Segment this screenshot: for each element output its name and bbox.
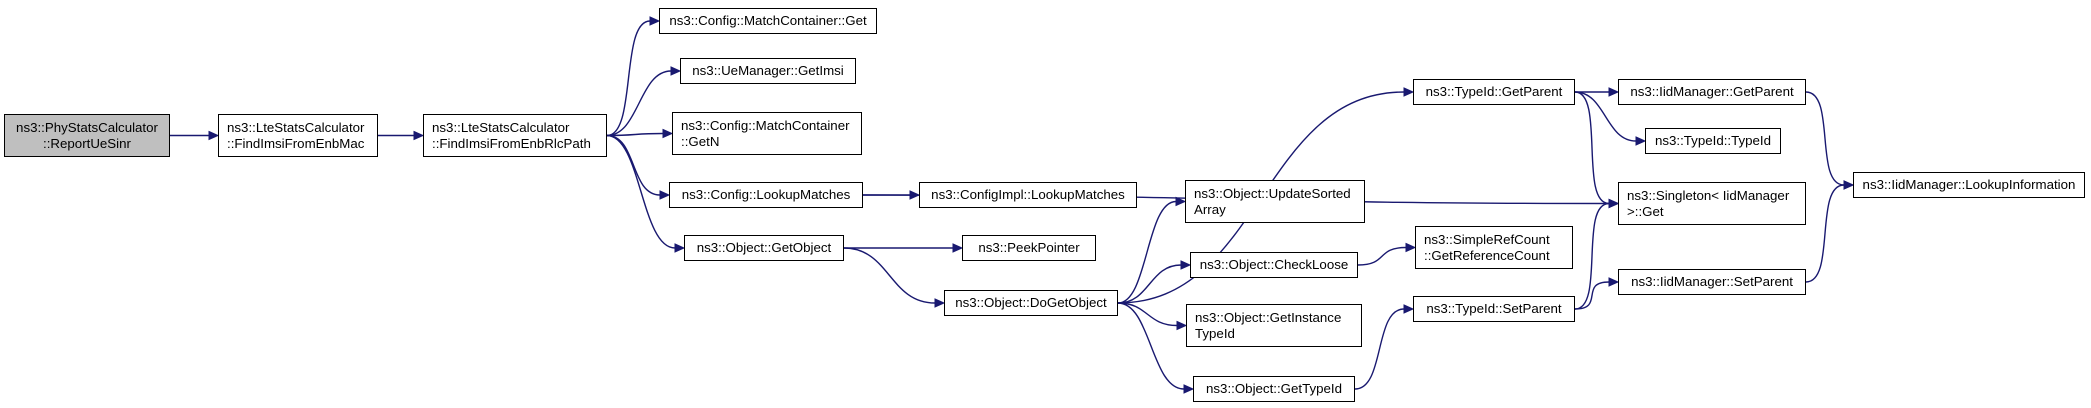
node-object-check-loose[interactable]: ns3::Object::CheckLoose <box>1190 252 1358 278</box>
node-object-get-typeid[interactable]: ns3::Object::GetTypeId <box>1193 376 1355 402</box>
edge-arrowhead <box>1608 198 1620 209</box>
node-ue-manager-get-imsi[interactable]: ns3::UeManager::GetImsi <box>680 58 856 84</box>
node-label-line: ns3::TypeId::TypeId <box>1654 133 1772 148</box>
node-config-impl-lookup-matches[interactable]: ns3::ConfigImpl::LookupMatches <box>919 182 1137 208</box>
node-label-line: ns3::SimpleRefCount <box>1424 231 1550 247</box>
edge-arrowhead <box>649 16 661 26</box>
node-label-line: ns3::Singleton< IidManager <box>1627 187 1790 203</box>
node-label-line: ns3::Object::UpdateSorted <box>1194 185 1351 201</box>
node-label-line: ns3::TypeId::GetParent <box>1425 84 1563 99</box>
edge-arrowhead <box>952 243 964 253</box>
node-object-update-sorted-array[interactable]: ns3::Object::UpdateSorted Array <box>1185 180 1365 223</box>
node-label-line: Array <box>1194 201 1226 217</box>
node-label-line: ::FindImsiFromEnbMac <box>227 135 365 151</box>
node-lte-stats-calculator-find-imsi-from-enb-mac[interactable]: ns3::LteStatsCalculator ::FindImsiFromEn… <box>218 114 378 157</box>
edge-typeid_get_parent-to-singleton_get <box>1574 91 1610 205</box>
edge-arrowhead <box>1183 384 1195 394</box>
node-label-line: ::GetN <box>681 133 720 149</box>
node-phy-stats-calculator-report-ue-sinr: ns3::PhyStatsCalculator ::ReportUeSinr <box>4 114 170 157</box>
edge-find_imsi_from_enb_rlc_path-to-config_lookup_matches <box>606 134 661 196</box>
node-label-line: ns3::UeManager::GetImsi <box>692 63 844 78</box>
node-simple-ref-count-get-reference-count[interactable]: ns3::SimpleRefCount ::GetReferenceCount <box>1415 226 1573 269</box>
edge-find_imsi_from_enb_rlc_path-to-ue_manager_get_imsi <box>606 70 672 137</box>
edge-arrowhead <box>1405 242 1417 253</box>
node-typeid-get-parent[interactable]: ns3::TypeId::GetParent <box>1413 79 1575 105</box>
edge-arrowhead <box>1403 87 1415 97</box>
node-label-line: ns3::PeekPointer <box>978 240 1080 255</box>
node-label-line: ns3::Object::DoGetObject <box>955 295 1107 310</box>
node-label-line: ns3::PhyStatsCalculator <box>16 119 158 135</box>
edge-arrowhead <box>1608 277 1620 287</box>
edge-typeid_set_parent-to-iid_manager_set_parent <box>1574 281 1610 310</box>
edge-arrowhead <box>662 128 674 139</box>
edge-object_get_object-to-object_do_get_object <box>843 247 936 304</box>
edge-arrowhead <box>1175 196 1187 207</box>
edge-find_imsi_from_enb_rlc_path-to-match_container_get_n <box>606 132 664 137</box>
node-object-get-object[interactable]: ns3::Object::GetObject <box>684 235 844 261</box>
node-label-line: ns3::IidManager::GetParent <box>1630 84 1794 99</box>
node-label-line: ns3::Object::GetInstance <box>1195 309 1342 325</box>
node-label-line: ns3::Config::LookupMatches <box>681 187 851 202</box>
edge-typeid_set_parent-to-singleton_get <box>1574 202 1610 310</box>
node-label-line: ::FindImsiFromEnbRlcPath <box>432 135 591 151</box>
node-iid-manager-get-parent[interactable]: ns3::IidManager::GetParent <box>1618 79 1806 105</box>
node-label-line: >::Get <box>1627 203 1664 219</box>
node-label-line: ::GetReferenceCount <box>1424 247 1550 263</box>
edge-object_check_loose-to-simple_ref_count <box>1357 246 1407 266</box>
node-config-match-container-get[interactable]: ns3::Config::MatchContainer::Get <box>659 8 877 34</box>
node-label-line: ns3::TypeId::SetParent <box>1426 301 1562 316</box>
edge-object_do_get_object-to-object_check_loose <box>1117 264 1182 304</box>
node-label-line: ns3::IidManager::LookupInformation <box>1862 177 2076 192</box>
edge-find_imsi_from_enb_rlc_path-to-match_container_get <box>606 20 651 137</box>
node-label-line: ns3::Object::GetTypeId <box>1206 381 1342 396</box>
node-peek-pointer[interactable]: ns3::PeekPointer <box>962 235 1096 261</box>
node-typeid-set-parent[interactable]: ns3::TypeId::SetParent <box>1413 296 1575 322</box>
edge-iid_manager_set_parent-to-iid_manager_lookup_information <box>1805 184 1845 283</box>
node-label-line: ns3::IidManager::SetParent <box>1631 274 1793 289</box>
edge-arrowhead <box>1180 260 1192 270</box>
edge-object_get_typeid-to-typeid_set_parent <box>1354 308 1405 390</box>
edge-object_do_get_object-to-object_update_sorted_array <box>1117 200 1177 304</box>
edge-find_imsi_from_enb_rlc_path-to-object_get_object <box>606 134 676 249</box>
node-iid-manager-set-parent[interactable]: ns3::IidManager::SetParent <box>1618 269 1806 295</box>
edge-arrowhead <box>1176 320 1188 331</box>
edge-arrowhead <box>1403 304 1415 314</box>
edge-arrowhead <box>934 298 946 308</box>
node-label-line: ns3::Object::GetObject <box>696 240 832 255</box>
node-label-line: ns3::Object::CheckLoose <box>1199 257 1349 272</box>
node-label-line: ns3::ConfigImpl::LookupMatches <box>931 187 1125 202</box>
edge-arrowhead <box>674 243 686 253</box>
node-object-get-instance-typeid[interactable]: ns3::Object::GetInstance TypeId <box>1186 304 1362 347</box>
edge-arrowhead <box>1843 180 1855 190</box>
node-singleton-iid-manager-get[interactable]: ns3::Singleton< IidManager >::Get <box>1618 182 1806 225</box>
node-label-line: ns3::LteStatsCalculator <box>227 119 365 135</box>
node-config-match-container-get-n[interactable]: ns3::Config::MatchContainer ::GetN <box>672 112 862 155</box>
edge-object_do_get_object-to-object_get_instance_typeid <box>1117 302 1178 327</box>
node-lte-stats-calculator-find-imsi-from-enb-rlc-path[interactable]: ns3::LteStatsCalculator ::FindImsiFromEn… <box>423 114 607 157</box>
node-label-line: TypeId <box>1195 325 1235 341</box>
node-label-line: ns3::Config::MatchContainer::Get <box>669 13 867 28</box>
node-label-line: ns3::LteStatsCalculator <box>432 119 570 135</box>
edge-object_do_get_object-to-object_get_typeid <box>1117 302 1185 390</box>
node-typeid-typeid[interactable]: ns3::TypeId::TypeId <box>1645 128 1781 154</box>
edge-arrowhead <box>1635 136 1647 146</box>
edge-arrowhead <box>670 66 682 76</box>
edge-arrowhead <box>413 130 425 141</box>
node-iid-manager-lookup-information[interactable]: ns3::IidManager::LookupInformation <box>1853 172 2085 198</box>
node-object-do-get-object[interactable]: ns3::Object::DoGetObject <box>944 290 1118 316</box>
edge-arrowhead <box>1608 87 1620 97</box>
edge-typeid_get_parent-to-typeid_typeid <box>1574 91 1637 142</box>
edge-iid_manager_get_parent-to-iid_manager_lookup_information <box>1805 91 1845 186</box>
edge-arrowhead <box>659 190 671 200</box>
node-config-lookup-matches[interactable]: ns3::Config::LookupMatches <box>669 182 863 208</box>
edge-arrowhead <box>208 130 220 141</box>
node-label-line: ::ReportUeSinr <box>43 135 131 151</box>
node-label-line: ns3::Config::MatchContainer <box>681 117 850 133</box>
